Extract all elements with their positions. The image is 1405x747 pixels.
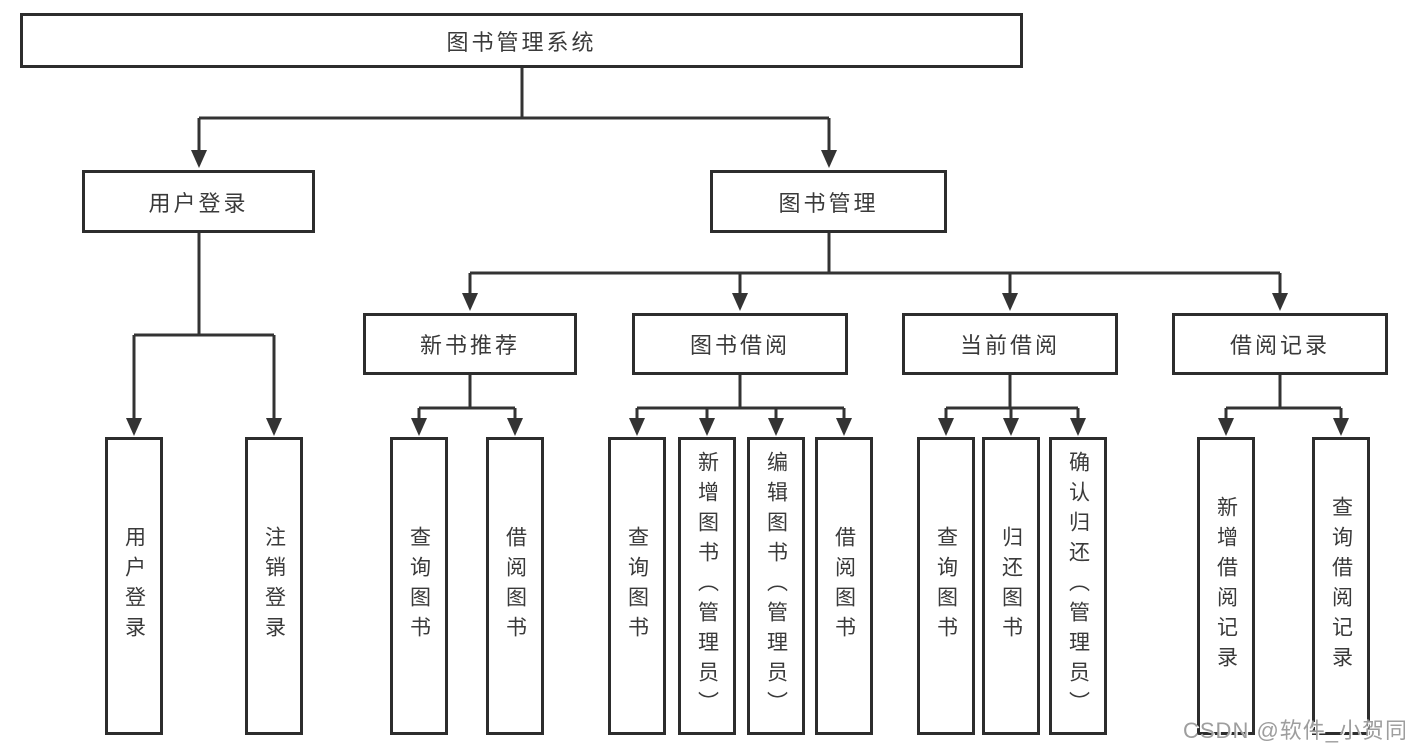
leaf-return-book: 归还图书 bbox=[982, 437, 1040, 735]
leaf-query-books-2: 查询图书 bbox=[608, 437, 666, 735]
node-user-login-label: 用户登录 bbox=[148, 190, 249, 216]
node-current-borrow-label: 当前借阅 bbox=[959, 333, 1060, 358]
leaf-borrow-books-1-label: 借阅图书 bbox=[503, 526, 527, 646]
arrow-down-icon bbox=[699, 418, 715, 436]
leaf-add-book-admin: 新增图书（管理员） bbox=[678, 437, 736, 735]
connector-book-mgmt-to-level3 bbox=[468, 233, 1282, 294]
arrow-down-icon bbox=[1218, 418, 1234, 436]
arrow-down-icon bbox=[266, 418, 282, 436]
node-current-borrow: 当前借阅 bbox=[902, 313, 1118, 375]
connector-root-to-level2 bbox=[197, 68, 831, 152]
leaf-borrow-books-2: 借阅图书 bbox=[815, 437, 873, 735]
leaf-borrow-books-2-label: 借阅图书 bbox=[832, 526, 856, 646]
leaf-logout-label: 注销登录 bbox=[262, 526, 286, 646]
arrow-down-icon bbox=[732, 293, 748, 311]
arrow-down-icon bbox=[1272, 293, 1288, 311]
connector-records-to-leaves bbox=[1224, 375, 1343, 420]
leaf-user-login-label: 用户登录 bbox=[122, 526, 146, 646]
leaf-query-books-3: 查询图书 bbox=[917, 437, 975, 735]
node-book-borrow-label: 图书借阅 bbox=[689, 333, 790, 358]
arrow-down-icon bbox=[821, 150, 837, 168]
arrow-down-icon bbox=[938, 418, 954, 436]
node-root-label: 图书管理系统 bbox=[446, 29, 597, 55]
leaf-confirm-return-admin-label: 确认归还（管理员） bbox=[1066, 451, 1090, 721]
arrow-down-icon bbox=[191, 150, 207, 168]
arrow-down-icon bbox=[1002, 293, 1018, 311]
arrow-down-icon bbox=[126, 418, 142, 436]
leaf-edit-book-admin-label: 编辑图书（管理员） bbox=[764, 451, 788, 721]
arrow-down-icon bbox=[629, 418, 645, 436]
leaf-confirm-return-admin: 确认归还（管理员） bbox=[1049, 437, 1107, 735]
connector-newbook-to-leaves bbox=[417, 375, 517, 420]
leaf-query-books-1: 查询图书 bbox=[390, 437, 448, 735]
leaf-user-login: 用户登录 bbox=[105, 437, 163, 735]
node-new-book-label: 新书推荐 bbox=[419, 333, 520, 358]
leaf-query-books-3-label: 查询图书 bbox=[934, 526, 958, 646]
node-book-management-label: 图书管理 bbox=[778, 190, 879, 216]
arrow-down-icon bbox=[836, 418, 852, 436]
leaf-query-books-1-label: 查询图书 bbox=[407, 526, 431, 646]
leaf-borrow-books-1: 借阅图书 bbox=[486, 437, 544, 735]
arrow-down-icon bbox=[507, 418, 523, 436]
node-new-book-recommend: 新书推荐 bbox=[363, 313, 577, 375]
node-root-system: 图书管理系统 bbox=[20, 13, 1023, 68]
leaf-edit-book-admin: 编辑图书（管理员） bbox=[747, 437, 805, 735]
node-book-management: 图书管理 bbox=[710, 170, 947, 233]
node-borrow-records: 借阅记录 bbox=[1172, 313, 1388, 375]
leaf-return-book-label: 归还图书 bbox=[999, 526, 1023, 646]
arrow-down-icon bbox=[768, 418, 784, 436]
leaf-add-borrow-record-label: 新增借阅记录 bbox=[1214, 496, 1238, 676]
connector-user-login-to-leaves bbox=[132, 233, 276, 420]
arrow-down-icon bbox=[1333, 418, 1349, 436]
arrow-down-icon bbox=[411, 418, 427, 436]
leaf-query-books-2-label: 查询图书 bbox=[625, 526, 649, 646]
leaf-logout: 注销登录 bbox=[245, 437, 303, 735]
arrow-down-icon bbox=[462, 293, 478, 311]
arrow-down-icon bbox=[1070, 418, 1086, 436]
leaf-add-borrow-record: 新增借阅记录 bbox=[1197, 437, 1255, 735]
connector-borrow-to-leaves bbox=[635, 375, 846, 420]
watermark: CSDN @软件_小贺同学 bbox=[1183, 718, 1405, 743]
leaf-query-borrow-record: 查询借阅记录 bbox=[1312, 437, 1370, 735]
node-user-login: 用户登录 bbox=[82, 170, 315, 233]
node-borrow-records-label: 借阅记录 bbox=[1229, 333, 1330, 358]
leaf-query-borrow-record-label: 查询借阅记录 bbox=[1329, 496, 1353, 676]
leaf-add-book-admin-label: 新增图书（管理员） bbox=[695, 451, 719, 721]
arrow-down-icon bbox=[1003, 418, 1019, 436]
connector-current-to-leaves bbox=[944, 375, 1080, 420]
node-book-borrow: 图书借阅 bbox=[632, 313, 848, 375]
